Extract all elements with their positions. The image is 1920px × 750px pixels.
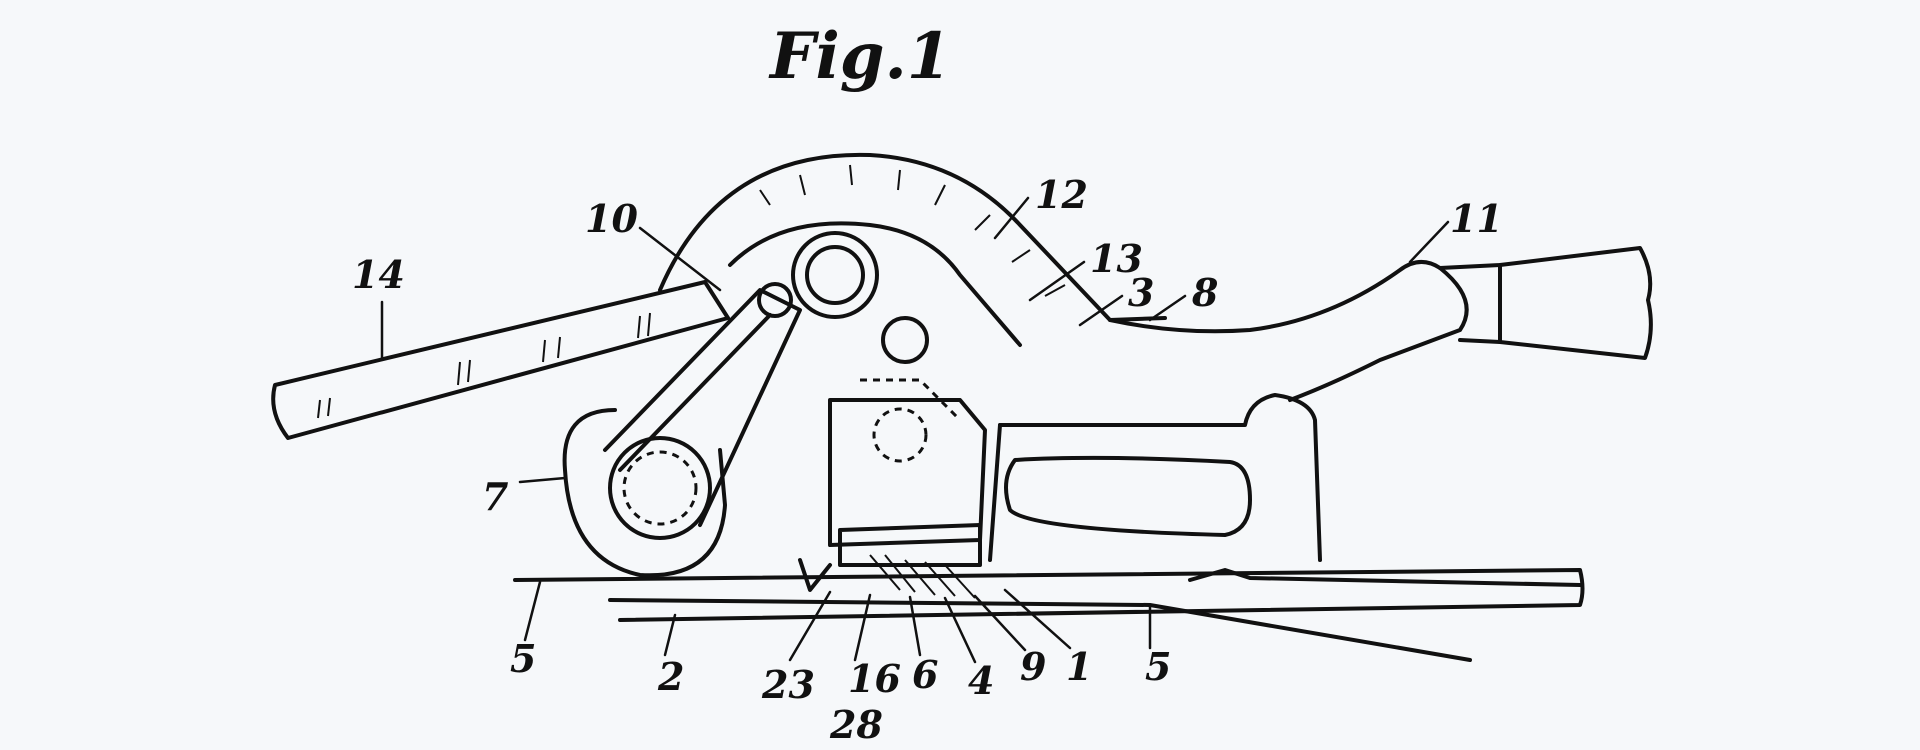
ref-3: 3 [1128,270,1154,315]
ref-28: 28 [829,702,883,747]
pivot-wheel [791,231,929,364]
ref-23: 23 [761,662,815,707]
ref-9: 9 [1020,644,1046,689]
ref-2: 2 [657,654,684,699]
ref-16: 16 [848,656,901,701]
ref-7: 7 [482,474,508,519]
ref-12: 12 [1035,172,1088,217]
ref-10: 10 [585,196,638,241]
base-frame [513,393,1585,662]
ref-5-right: 5 [1145,644,1171,689]
ref-13: 13 [1090,236,1143,281]
clamp-block [798,378,987,599]
ref-11: 11 [1450,196,1503,241]
arm-11 [1108,246,1653,402]
figure-title: Fig.1 [768,19,951,94]
ref-14: 14 [352,252,405,297]
arc-guide-12 [658,152,1167,347]
leader-lines [380,196,1450,664]
ref-8: 8 [1191,270,1218,315]
ref-4: 4 [968,658,994,703]
lever-14 [271,280,730,440]
roller-7 [562,282,802,578]
ref-6: 6 [912,652,938,697]
ref-5-left: 5 [510,636,536,681]
ref-1: 1 [1066,644,1092,689]
